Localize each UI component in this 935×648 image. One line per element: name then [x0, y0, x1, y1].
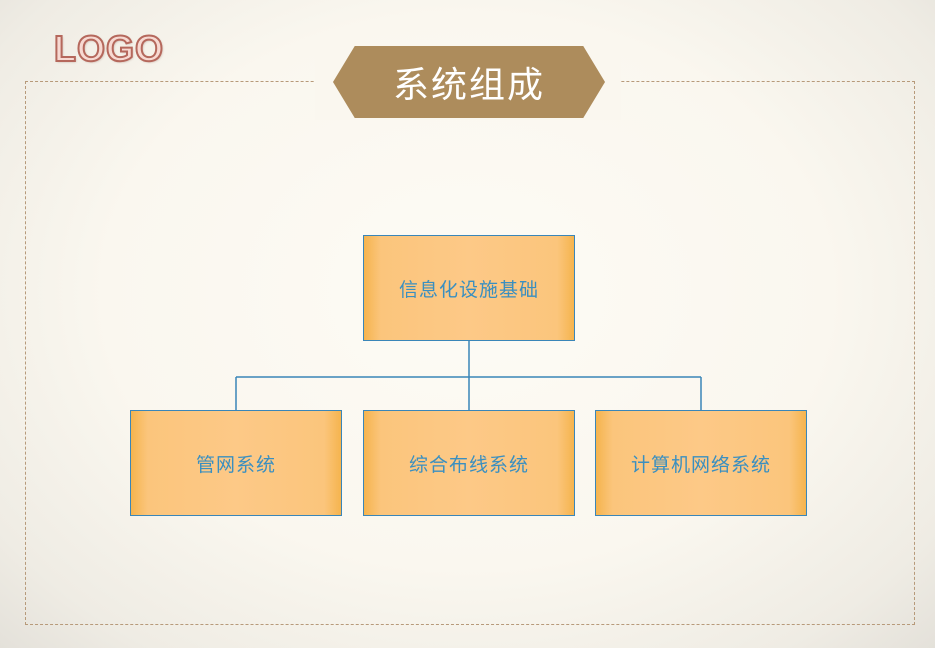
node-child-2: 综合布线系统 [363, 410, 575, 516]
node-child-3: 计算机网络系统 [595, 410, 807, 516]
logo: LOGO [53, 27, 164, 70]
page-title: 系统组成 [392, 65, 545, 106]
title-banner: 系统组成 [333, 46, 605, 118]
node-root: 信息化设施基础 [363, 235, 575, 341]
node-child-1: 管网系统 [130, 410, 342, 516]
